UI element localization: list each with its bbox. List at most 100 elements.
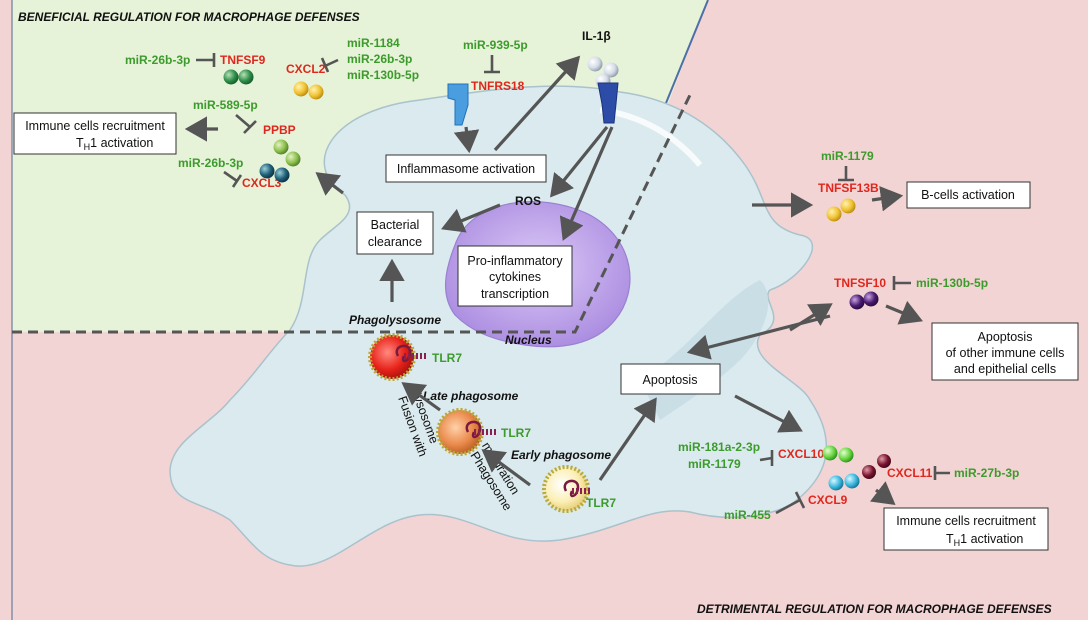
arrow-inflammasome-il1b [493,55,581,152]
box-immune-top-line1: Immune cells recruitment [25,119,165,133]
box-bcell-text: B-cells activation [921,188,1015,202]
arrow-late-phagolysosome [401,382,441,412]
box-inflammasome [385,154,547,183]
ligand-cxcl10-1 [822,445,838,461]
detrimental-title: DETRIMENTAL REGULATION FOR MACROPHAGE DE… [697,602,1052,616]
arrow-apoptosis-cxcl [734,394,803,433]
label-il1b: IL-1β [582,29,611,43]
th-h-bottom: H [954,538,961,548]
mirna-26b-3p-c: miR-26b-3p [178,156,243,170]
ligand-ppbp-2 [285,151,301,167]
gene-tnfsf9: TNFSF9 [220,53,266,67]
gene-cxcl2: CXCL2 [286,62,326,76]
inhibition-cxcl11 [933,466,950,480]
th-activation: 1 activation [90,136,153,150]
box-apop-other-line1: Apoptosis [978,330,1033,344]
arrow-phagosome-apoptosis [598,397,657,481]
ligand-cxcl2-1 [293,81,309,97]
box-apoptosis-other [931,322,1079,381]
box-immune-bot-line2: TH1 activation [946,532,1023,548]
box-proinf-line1: Pro-inflammatory [467,254,563,268]
ligand-cxcl2-2 [308,84,324,100]
mirna-130b-5p-a: miR-130b-5p [347,68,419,82]
box-proinflammatory [457,245,573,307]
arrow-tnfsf10-apoptosis [686,314,831,360]
mirna-1179-b: miR-1179 [688,457,741,471]
box-apop-other-line2: of other immune cells [946,346,1065,360]
receptor-il1b [597,82,619,124]
th-t-bottom: T [946,532,954,546]
tlr7-late-phagosome: TLR7 [501,426,531,440]
inhibition-tnfsf13b [838,166,854,182]
th-activation-bottom: 1 activation [960,532,1023,546]
arrow-ros-clearance [441,203,501,233]
gene-tnfsf13b: TNFSF13B [818,181,879,195]
box-bacterial-clearance [356,211,434,255]
label-phagolysosome: Phagolysosome [349,313,441,327]
tlr7-early-phagosome: TLR7 [586,496,616,510]
inhibition-cxcl3 [223,170,243,188]
gene-cxcl3: CXCL3 [242,176,282,190]
ligand-tnfsf9-1 [223,69,239,85]
mirna-1179-a: miR-1179 [821,149,874,163]
box-apoptosis [620,363,721,395]
box-proinf-line3: transcription [481,287,549,301]
gene-tnfsf10: TNFSF10 [834,276,886,290]
ligand-il1b-2 [603,62,619,78]
gene-cxcl11: CXCL11 [887,466,933,480]
box-immune-recruitment-bottom [883,507,1049,551]
ligand-cxcl3-1 [259,163,275,179]
ligand-tnfsf9-2 [238,69,254,85]
gene-cxcl10: CXCL10 [778,447,824,461]
inhibition-cxcl10 [759,450,774,466]
inhibition-tnfsf9 [196,53,216,67]
region-divider [12,94,692,334]
th-t: T [76,136,84,150]
arrow-tnfrs18-inflammasome [453,126,480,154]
box-apoptosis-text: Apoptosis [643,373,698,387]
box-bacterial-line1: Bacterial [371,218,420,232]
ligand-tnfsf10-2 [863,291,879,307]
ligand-tnfsf13b-1 [826,206,842,222]
inhibition-cxcl2 [320,57,339,73]
th-h: H [84,142,91,152]
arrow-early-late [481,449,531,487]
box-immune-bot-line1: Immune cells recruitment [896,514,1036,528]
box-immune-recruitment-top [13,112,177,155]
inhibition-tnfsf10 [892,276,911,290]
box-apop-other-line3: and epithelial cells [954,362,1056,376]
phagolysosome [368,333,428,381]
receptor-tnfrs18 [447,83,469,126]
box-immune-top-line2: TH1 activation [76,136,153,152]
early-phagosome [542,465,592,513]
mirna-939-5p: miR-939-5p [463,38,528,52]
arrow-il1b-proinflammatory [559,126,614,241]
box-inflammasome-text: Inflammasome activation [397,162,535,176]
gene-cxcl9: CXCL9 [808,493,848,507]
tlr7-phagolysosome: TLR7 [432,351,462,365]
arrow-cell-cxcl3 [315,172,344,196]
box-bcell-activation [906,181,1031,209]
beneficial-title: BENEFICIAL REGULATION FOR MACROPHAGE DEF… [18,10,360,24]
box-bacterial-line2: clearance [368,235,422,249]
label-late-phagosome: Late phagosome [423,389,519,403]
nucleus-label: Nucleus [505,333,552,347]
gene-ppbp: PPBP [263,123,296,137]
box-proinf-line2: cytokines [489,270,541,284]
ligand-cxcl11-1 [862,465,876,479]
label-ros: ROS [515,194,541,208]
arrow-tnfsf10-apoptosis-other [885,300,923,325]
ligand-cxcl9-1 [828,475,844,491]
ligand-tnfsf10-1 [849,294,865,310]
ligand-ppbp-1 [273,139,289,155]
label-early-phagosome: Early phagosome [511,448,611,462]
ligand-cxcl9-2 [844,473,860,489]
ligand-tnfsf13b-2 [840,198,856,214]
mirna-181a-2-3p: miR-181a-2-3p [678,440,760,454]
mirna-589-5p: miR-589-5p [193,98,258,112]
arrow-tnfsf13b-bcell [871,186,904,212]
ligand-cxcl3-2 [274,167,290,183]
arrow-il1b-ros [549,125,609,198]
late-phagosome [436,408,496,456]
